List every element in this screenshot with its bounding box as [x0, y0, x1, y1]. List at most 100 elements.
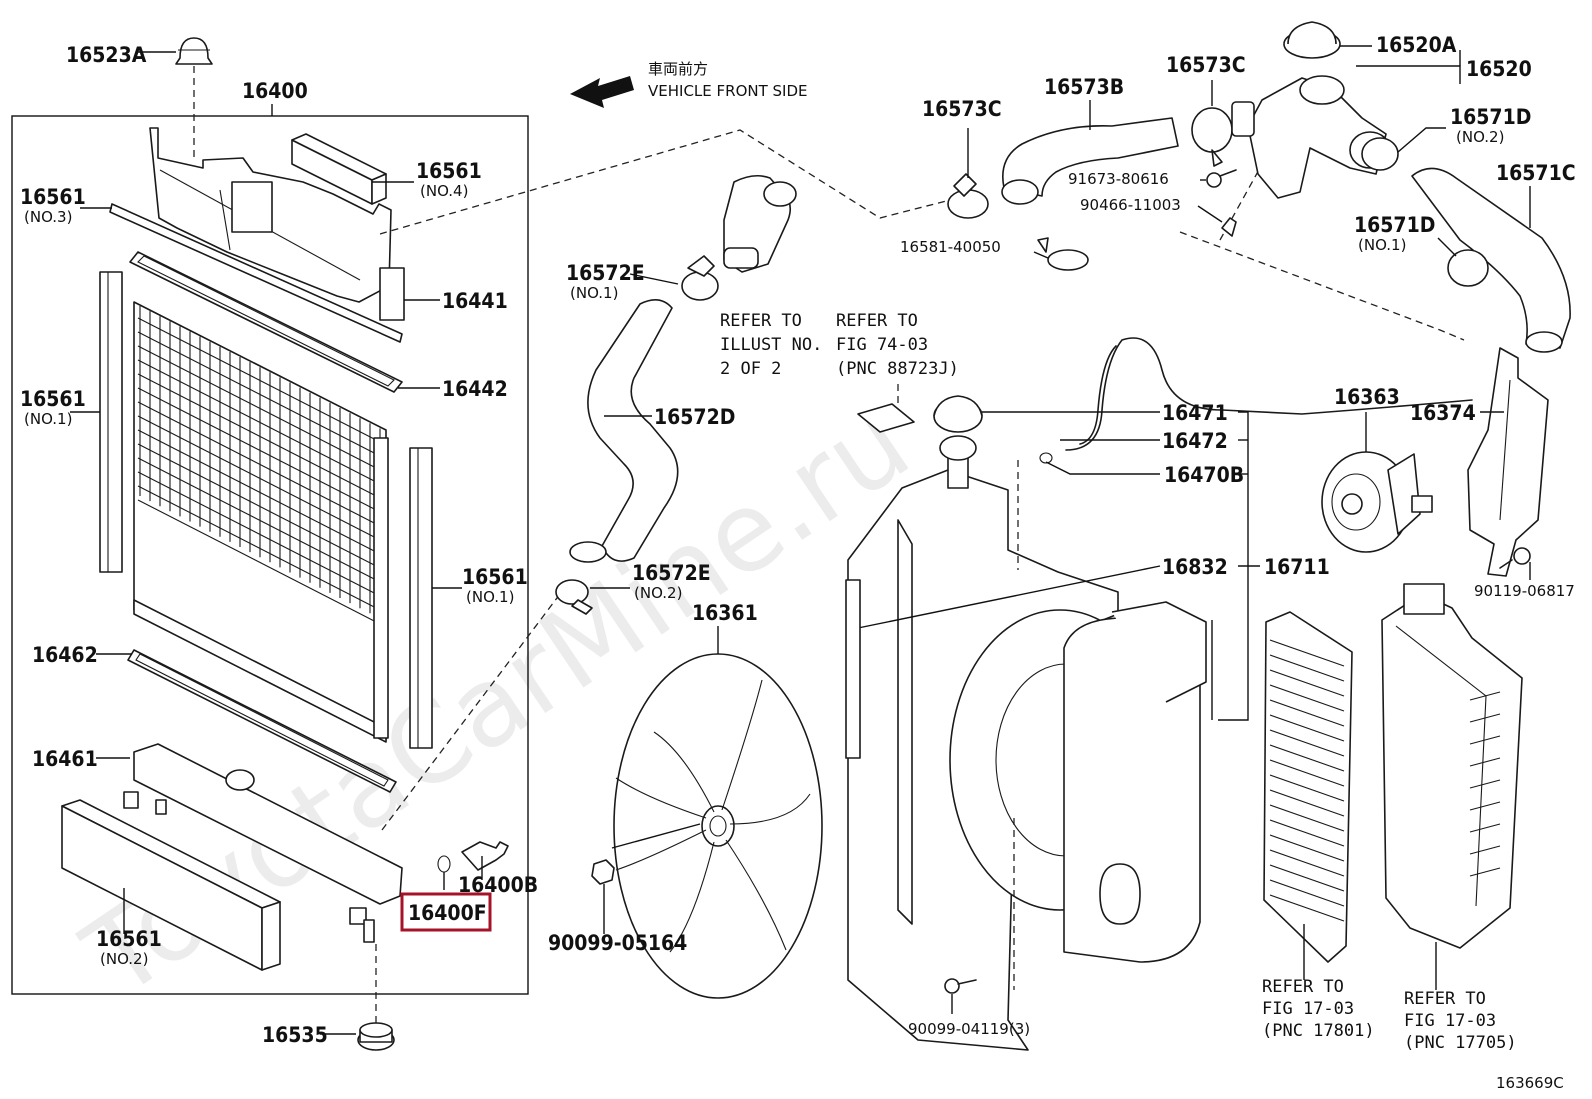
air-cleaner-cap — [1381, 583, 1523, 949]
label-91673-80616: 91673-80616 — [1068, 170, 1169, 188]
label-16571D-no2-sub: (NO.2) — [1456, 128, 1504, 146]
label-16520A: 16520A — [1376, 33, 1457, 57]
label-16400: 16400 — [242, 79, 308, 103]
label-16561-no2: 16561 — [96, 927, 162, 951]
seal-no1-left — [99, 271, 123, 573]
radiator-mount-cushion-bottom — [357, 1022, 395, 1051]
cooling-fan — [613, 653, 823, 999]
radiator-hose-upper — [1001, 117, 1179, 205]
label-16523A: 16523A — [66, 43, 147, 67]
seal-no1-right — [409, 447, 433, 749]
label-16400B: 16400B — [458, 873, 538, 897]
vehicle-front-arrow-icon — [570, 76, 634, 108]
label-16461: 16461 — [32, 747, 98, 771]
drain-cock-plug — [461, 841, 509, 871]
radiator-lower-tank — [123, 743, 403, 943]
refer-fig17a-line1: REFER TO — [1262, 977, 1344, 997]
fan-nut-icon — [591, 859, 615, 885]
label-16561-no3: 16561 — [20, 185, 86, 209]
label-16572D: 16572D — [654, 405, 735, 429]
bolt-90099-04119-icon — [944, 978, 977, 994]
figure-code: 163669C — [1496, 1074, 1564, 1092]
lower-tank-gasket — [127, 649, 397, 793]
refer-illust-line3: 2 OF 2 — [720, 359, 781, 379]
label-90099-04119: 90099-04119(3) — [908, 1020, 1030, 1038]
direction-en: VEHICLE FRONT SIDE — [648, 82, 808, 100]
radiator-mount-cushion-top — [175, 37, 213, 65]
label-16561-no1-left-sub: (NO.1) — [24, 410, 72, 428]
water-inlet-housing — [1231, 75, 1391, 199]
refer-illust-line2: ILLUST NO. — [720, 335, 822, 355]
radiator-core — [133, 301, 389, 743]
fan-shroud-reservoir — [847, 435, 1207, 1051]
seal-no3 — [109, 203, 403, 343]
seal-no4 — [291, 133, 387, 205]
refer-fig74-line1: REFER TO — [836, 311, 918, 331]
drain-plug-oring — [437, 855, 451, 873]
air-filter-element — [1263, 611, 1353, 963]
label-16711: 16711 — [1264, 555, 1330, 579]
label-16400F: 16400F — [408, 901, 487, 925]
radiator-cap — [1283, 21, 1341, 59]
clamp-16571D-no1 — [1447, 249, 1489, 287]
label-16832: 16832 — [1162, 555, 1228, 579]
label-16573C-b: 16573C — [1166, 53, 1246, 77]
label-16441: 16441 — [442, 289, 508, 313]
label-16442: 16442 — [442, 377, 508, 401]
label-sticker — [857, 403, 915, 433]
label-16561-no1-right-sub: (NO.1) — [466, 588, 514, 606]
radiator-assembly-frame — [11, 115, 529, 995]
radiator-hose-lower — [569, 299, 679, 563]
label-16573B: 16573B — [1044, 75, 1124, 99]
label-16572E-no2: 16572E — [632, 561, 711, 585]
refer-fig74-line3: (PNC 88723J) — [836, 359, 959, 379]
refer-fig74-line2: FIG 74-03 — [836, 335, 928, 355]
direction-jp: 車両前方 — [648, 60, 708, 78]
clamp-16573C-b — [1191, 107, 1233, 167]
hose-clamp-16581 — [1037, 237, 1089, 271]
label-16581-40050: 16581-40050 — [900, 238, 1001, 256]
label-16471: 16471 — [1162, 401, 1228, 425]
radiator-inlet-hose — [1411, 167, 1571, 353]
label-16572E-no1: 16572E — [566, 261, 645, 285]
refer-fig17b-line3: (PNC 17705) — [1404, 1033, 1517, 1053]
reservoir-overflow-hose — [1065, 337, 1473, 451]
fan-motor — [1321, 451, 1433, 553]
refer-fig17b-line1: REFER TO — [1404, 989, 1486, 1009]
shroud-seal — [845, 579, 861, 759]
bolt-90119-icon — [1499, 547, 1531, 569]
clip-90466-icon — [1221, 217, 1237, 237]
label-16561-no2-sub: (NO.2) — [100, 950, 148, 968]
upper-tank-gasket — [129, 251, 403, 393]
label-16571D-no1-sub: (NO.1) — [1358, 236, 1406, 254]
label-16561-no4-sub: (NO.4) — [420, 182, 468, 200]
label-90099-05164: 90099-05164 — [548, 931, 687, 955]
label-16561-no1-left: 16561 — [20, 387, 86, 411]
label-16571C: 16571C — [1496, 161, 1576, 185]
label-16572E-no2-sub: (NO.2) — [634, 584, 682, 602]
label-16561-no3-sub: (NO.3) — [24, 208, 72, 226]
label-16520: 16520 — [1466, 57, 1532, 81]
water-outlet-housing — [723, 174, 797, 273]
radiator-upper-tank — [149, 127, 405, 321]
label-16571D-no1: 16571D — [1354, 213, 1435, 237]
highlight-16400F — [400, 892, 492, 932]
reservoir-cap — [933, 395, 983, 433]
refer-fig17b-line2: FIG 17-03 — [1404, 1011, 1496, 1031]
label-16374: 16374 — [1410, 401, 1476, 425]
hose-clip-16470B-icon — [1039, 452, 1053, 464]
label-90466-11003: 90466-11003 — [1080, 196, 1181, 214]
label-16470B: 16470B — [1164, 463, 1244, 487]
label-16535: 16535 — [262, 1023, 328, 1047]
label-16472: 16472 — [1162, 429, 1228, 453]
hose-clamp-no2 — [555, 579, 593, 615]
label-16462: 16462 — [32, 643, 98, 667]
seal-no2 — [61, 799, 281, 971]
label-16571D-no2: 16571D — [1450, 105, 1531, 129]
refer-illust-line1: REFER TO — [720, 311, 802, 331]
label-16572E-no1-sub: (NO.1) — [570, 284, 618, 302]
refer-fig17a-line2: FIG 17-03 — [1262, 999, 1354, 1019]
label-16561-no1-right: 16561 — [462, 565, 528, 589]
fan-bracket — [1467, 347, 1549, 577]
